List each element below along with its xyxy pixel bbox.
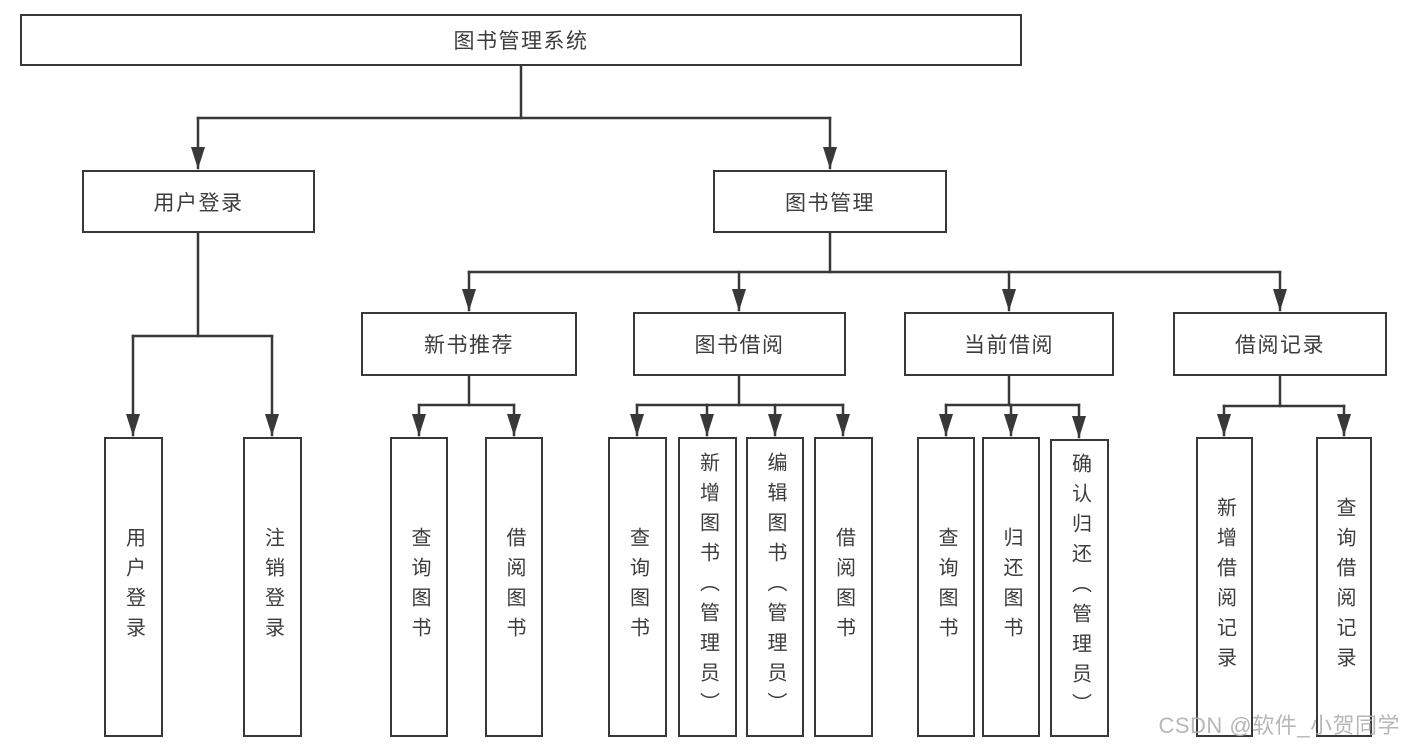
connector-root-to-level2 [191, 64, 837, 170]
leaf-add-borrow-record: 新增借阅记录 [1196, 437, 1253, 737]
node-book-borrowing: 图书借阅 [633, 312, 846, 376]
connector-book-borrow-branch [630, 374, 850, 437]
leaf-borrow-books: 借阅图书 [814, 437, 873, 737]
csdn-watermark: CSDN @软件_小贺同学 [1158, 713, 1400, 738]
leaf-edit-book-admin: 编辑图书（管理员） [746, 437, 804, 737]
node-new-book-recommend: 新书推荐 [361, 312, 577, 376]
node-current-borrowing: 当前借阅 [904, 312, 1114, 376]
node-borrowing-records: 借阅记录 [1173, 312, 1387, 376]
leaf-add-book-admin: 新增图书（管理员） [678, 437, 737, 737]
leaf-borrow-books-recommend: 借阅图书 [485, 437, 543, 737]
node-library-management-system: 图书管理系统 [20, 14, 1022, 66]
connector-user-login-branch [126, 231, 279, 437]
node-book-management: 图书管理 [713, 170, 947, 233]
connector-new-book-branch [412, 374, 521, 437]
leaf-query-books-recommend: 查询图书 [390, 437, 448, 737]
leaf-logout: 注销登录 [243, 437, 302, 737]
leaf-query-books-current: 查询图书 [917, 437, 975, 737]
leaf-user-login: 用户登录 [104, 437, 163, 737]
leaf-query-borrow-record: 查询借阅记录 [1316, 437, 1372, 737]
node-user-login: 用户登录 [82, 170, 315, 233]
leaf-query-books-borrow: 查询图书 [608, 437, 667, 737]
connector-current-borrow-branch [939, 374, 1086, 439]
connector-borrow-records-branch [1217, 374, 1351, 437]
leaf-confirm-return-admin: 确认归还（管理员） [1050, 439, 1109, 737]
connector-book-management-branch [462, 231, 1287, 312]
leaf-return-books: 归还图书 [982, 437, 1040, 737]
